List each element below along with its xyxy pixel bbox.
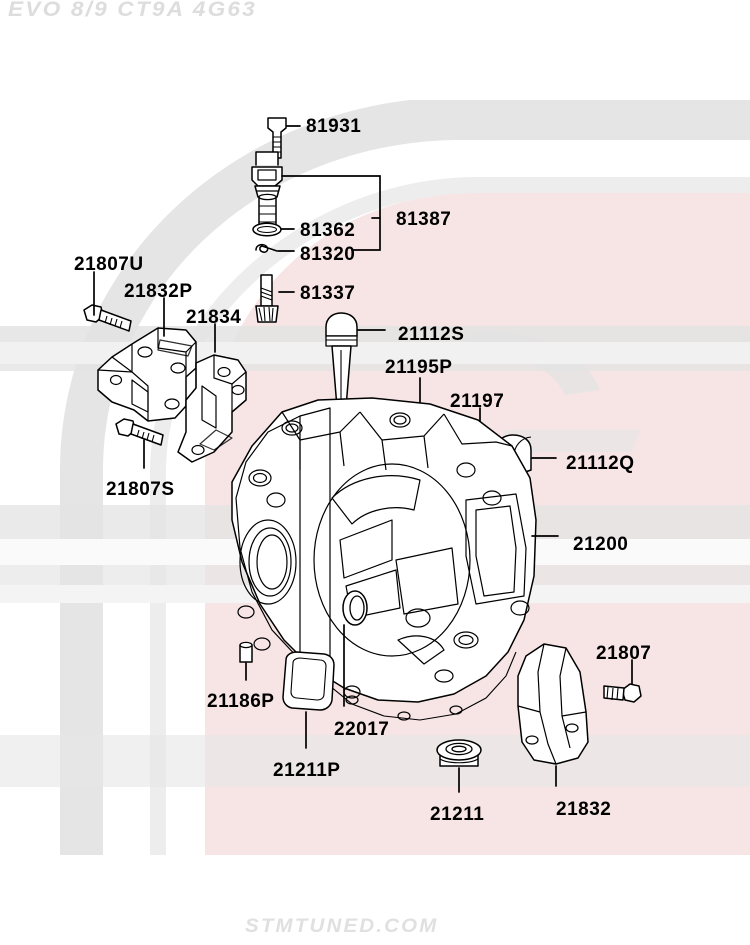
part-label-21200: 21200 <box>573 534 629 555</box>
part-label-21197: 21197 <box>450 391 505 412</box>
part-22017-gasket <box>321 624 517 721</box>
footer-watermark: STMTUNED.COM <box>245 916 439 937</box>
part-81337-pinion-gear <box>255 274 295 323</box>
part-oil-seal-center <box>342 590 368 626</box>
part-label-21211: 21211 <box>430 804 485 825</box>
part-21832-rear-bracket <box>517 643 589 787</box>
part-21211P-breather-cover <box>282 651 335 749</box>
part-21834-bracket-stay <box>177 323 247 463</box>
part-label-21112Q: 21112Q <box>566 453 635 474</box>
part-label-21112S: 21112S <box>398 324 465 345</box>
part-81362-o-ring <box>252 222 295 237</box>
part-label-21834: 21834 <box>186 307 242 328</box>
part-label-81362: 81362 <box>300 220 356 241</box>
part-label-21195P: 21195P <box>385 357 453 378</box>
part-label-21186P: 21186P <box>207 691 275 712</box>
header-watermark: EVO 8/9 CT9A 4G63 <box>8 0 257 21</box>
part-label-21832P: 21832P <box>124 281 193 302</box>
part-21807U-bolt <box>83 271 132 332</box>
part-21200-clutch-housing <box>231 397 559 703</box>
part-label-81931: 81931 <box>306 116 362 137</box>
part-label-22017: 22017 <box>334 719 390 740</box>
part-21807S-bolt <box>115 418 164 469</box>
part-label-21807: 21807 <box>596 643 652 664</box>
part-label-21832: 21832 <box>556 799 612 820</box>
part-label-81320: 81320 <box>300 244 356 265</box>
part-21186P-dowel-pin <box>239 641 253 681</box>
part-21807-bolt <box>603 659 642 703</box>
part-21112S-dipstick <box>325 312 386 433</box>
part-label-81337: 81337 <box>300 283 356 304</box>
part-21211-oil-seal <box>436 739 482 793</box>
part-label-21807S: 21807S <box>106 479 175 500</box>
part-81320-clip <box>255 243 295 253</box>
part-label-21807U: 21807U <box>74 254 144 275</box>
part-label-81387: 81387 <box>396 209 452 230</box>
part-81931-bolt <box>267 117 301 159</box>
part-21832P-engine-mount-bracket <box>97 297 197 422</box>
part-label-21211P: 21211P <box>273 760 341 781</box>
